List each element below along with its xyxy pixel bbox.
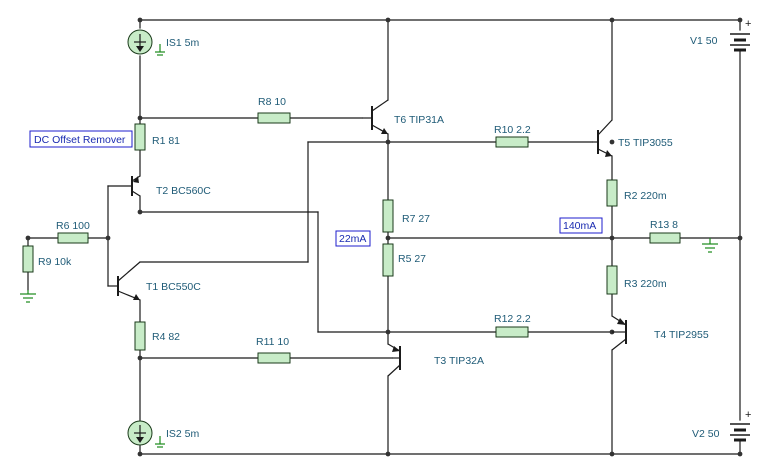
ground-output (702, 238, 718, 253)
transistor-t2: T2 BC560C (131, 175, 211, 197)
r5-label: R5 27 (398, 253, 426, 265)
r7-label: R7 27 (402, 213, 430, 225)
resistor-r11: R11 10 (256, 336, 291, 364)
resistor-r12: R12 2.2 (494, 313, 531, 338)
note-22ma: 22mA (335, 230, 371, 247)
note-140ma: 140mA (559, 217, 603, 234)
t3-label: T3 TIP32A (434, 355, 484, 367)
resistor-r6: R6 100 (56, 220, 90, 244)
current-source-is1: IS1 5m (127, 29, 200, 56)
is1-label: IS1 5m (166, 37, 200, 49)
ground-input (20, 290, 36, 303)
battery-v1: + V1 50 (690, 18, 751, 52)
t5-label: T5 TIP3055 (618, 137, 673, 149)
r6-label: R6 100 (56, 220, 90, 232)
r8-label: R8 10 (258, 96, 286, 108)
r3-label: R3 220m (624, 278, 667, 290)
t2-label: T2 BC560C (156, 185, 211, 197)
resistor-r5: R5 27 (382, 243, 426, 277)
r11-label: R11 10 (256, 336, 289, 348)
r4-label: R4 82 (152, 331, 180, 343)
r12-label: R12 2.2 (494, 313, 531, 325)
resistor-r13: R13 8 (649, 219, 681, 244)
transistor-t4: T4 TIP2955 (611, 315, 709, 351)
r9-label: R9 10k (38, 256, 72, 268)
resistor-r9: R9 10k (22, 245, 72, 273)
t6-label: T6 TIP31A (394, 114, 444, 126)
v2-label: V2 50 (692, 428, 720, 440)
transistor-t1: T1 BC550C (117, 261, 201, 301)
dc-offset-text: DC Offset Remover (34, 134, 126, 146)
resistor-r2: R2 220m (606, 179, 667, 207)
r10-label: R10 2.2 (494, 124, 531, 136)
r13-label: R13 8 (650, 219, 678, 231)
resistor-r8: R8 10 (257, 96, 291, 124)
battery-v2: + V2 50 (692, 409, 751, 442)
v1-plus-sign: + (745, 18, 751, 30)
v2-plus-sign: + (745, 409, 751, 421)
junctions (25, 17, 743, 457)
r1-label: R1 81 (152, 135, 180, 147)
r2-label: R2 220m (624, 190, 667, 202)
resistor-r10: R10 2.2 (494, 124, 531, 148)
v1-label: V1 50 (690, 35, 718, 47)
transistor-t3: T3 TIP32A (387, 343, 484, 377)
resistor-r7: R7 27 (382, 199, 430, 233)
resistor-r3: R3 220m (606, 265, 667, 295)
resistor-r1: R1 81 (134, 123, 180, 151)
current-source-is2: IS2 5m (127, 420, 200, 448)
resistor-r4: R4 82 (134, 321, 180, 351)
wires (27, 19, 741, 455)
note-dc-offset-remover: DC Offset Remover (29, 130, 133, 148)
t1-label: T1 BC550C (146, 281, 201, 293)
t4-label: T4 TIP2955 (654, 329, 709, 341)
transistor-t5: T5 TIP3055 (592, 119, 673, 157)
transistor-t6: T6 TIP31A (362, 99, 444, 135)
note-22ma-text: 22mA (339, 233, 366, 245)
note-140ma-text: 140mA (563, 220, 596, 232)
is2-label: IS2 5m (166, 428, 200, 440)
